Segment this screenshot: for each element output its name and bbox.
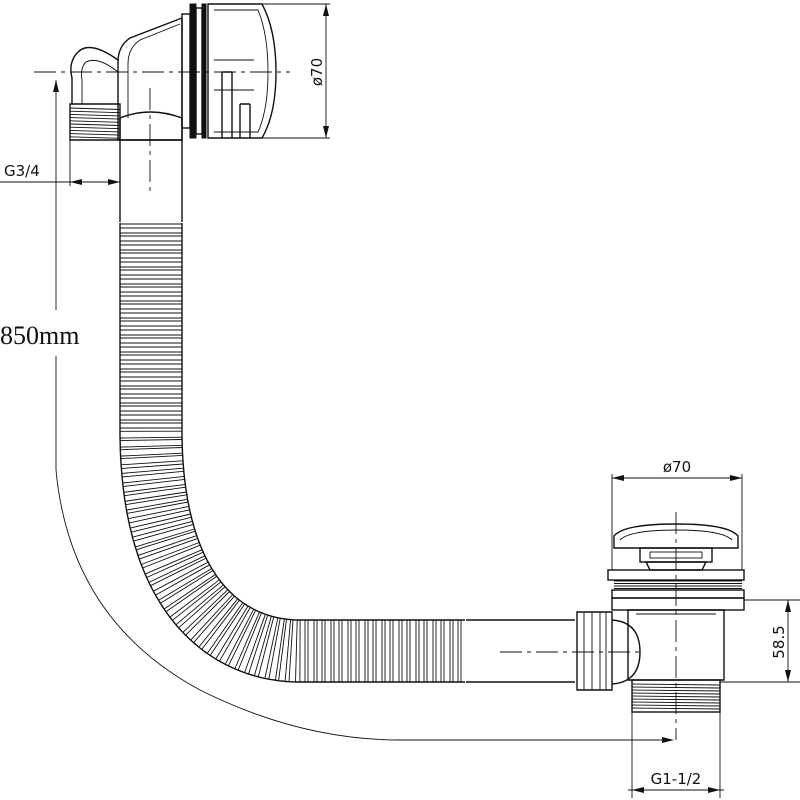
hose-length-label: 850mm: [0, 321, 79, 350]
overflow-assembly: [34, 3, 290, 196]
hose-corrugations: [119, 223, 465, 683]
overflow-diameter-label: ø70: [308, 58, 326, 86]
waste-thread-label: G1-1/2: [651, 770, 702, 788]
waste-assembly: [500, 512, 745, 740]
dimension-lines: ø70 G3/4 850mm ø70 58.5 G1-1/2: [0, 3, 800, 798]
overflow-thread-label: G3/4: [4, 162, 40, 180]
overflow-thread: [69, 107, 121, 139]
flange-thread: [614, 580, 742, 589]
waste-height-label: 58.5: [770, 625, 788, 658]
waste-diameter-label: ø70: [663, 458, 691, 476]
flexible-hose: [119, 140, 575, 683]
